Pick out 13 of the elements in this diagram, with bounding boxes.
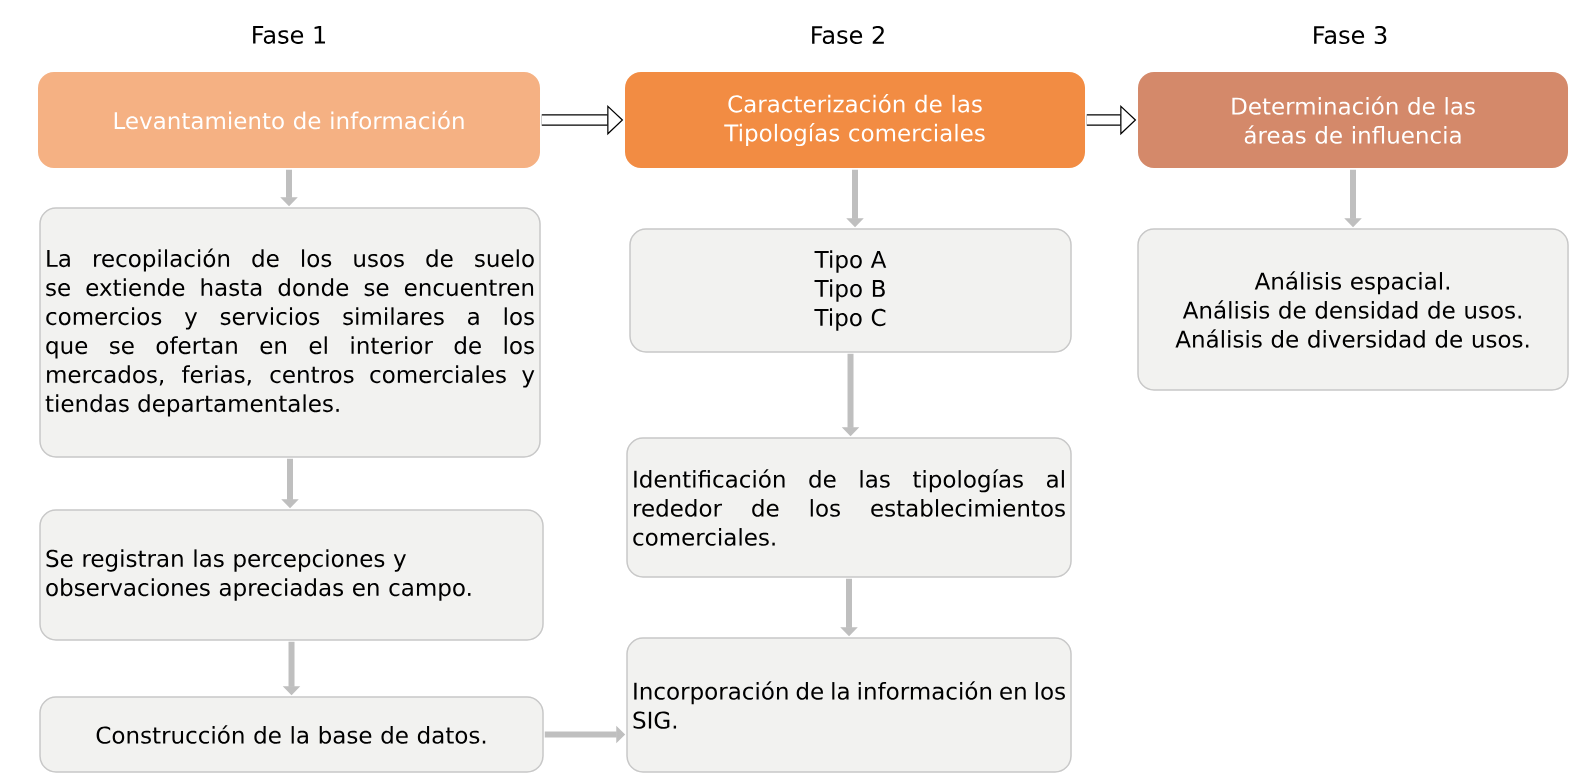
header-box: Levantamiento de información [38, 72, 540, 168]
text-box: Construcción de la base de datos. [39, 696, 544, 773]
phase-title: Fase 2 [812, 25, 884, 45]
text-box: Se registran las percepciones y observaciones apreciadas en campo. [39, 509, 544, 641]
phase-title: Fase 1 [253, 26, 325, 44]
header-box: Caracterización de las Tipologías comerciales [625, 72, 1085, 168]
phase-title: Fase 3 [1314, 25, 1387, 45]
text-box: La recopilación de los usos de suelo se extiende hasta donde se encuentren comercios y servicios similares a los que se ofertan en el interior de los mercados, ferias, centros comerciales y tiendas departamentales. [39, 207, 541, 458]
text-box: Incorporación de la información en los SIG. [626, 637, 1072, 773]
text-box: Identificación de las tipologías al rededor de los establecimientos comerciales. [626, 437, 1072, 578]
text-box: Análisis espacial. Análisis de densidad de usos. Análisis de diversidad de usos. [1137, 228, 1569, 391]
header-box: Determinación de las áreas de influencia [1138, 72, 1568, 168]
text-box: Tipo A Tipo B Tipo C [629, 228, 1072, 353]
